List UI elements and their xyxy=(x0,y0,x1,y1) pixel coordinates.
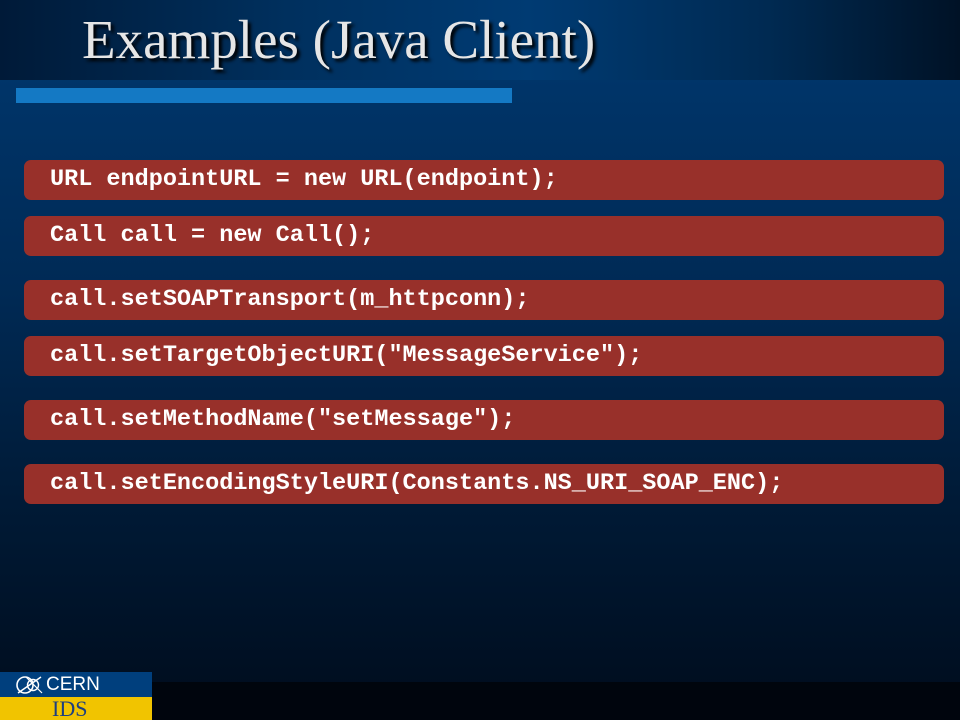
cern-ids-logo: CERN IDS xyxy=(0,672,152,720)
code-line-set-soap-transport: call.setSOAPTransport(m_httpconn); xyxy=(24,280,944,320)
logo-bottom-band: IDS xyxy=(0,697,152,720)
cern-logo-icon xyxy=(16,676,43,694)
slide-title: Examples (Java Client) xyxy=(82,9,596,70)
code-line-set-encoding-style-uri: call.setEncodingStyleURI(Constants.NS_UR… xyxy=(24,464,944,504)
logo-top-band: CERN xyxy=(0,672,152,697)
footer-bar xyxy=(0,682,960,720)
code-line-set-target-object-uri: call.setTargetObjectURI("MessageService"… xyxy=(24,336,944,376)
title-band xyxy=(0,0,960,80)
code-line-endpoint-url: URL endpointURL = new URL(endpoint); xyxy=(24,160,944,200)
logo-ids-text: IDS xyxy=(52,696,88,720)
code-line-set-method-name: call.setMethodName("setMessage"); xyxy=(24,400,944,440)
title-underline-bar xyxy=(16,88,512,103)
code-line-new-call: Call call = new Call(); xyxy=(24,216,944,256)
logo-cern-text: CERN xyxy=(46,674,100,695)
